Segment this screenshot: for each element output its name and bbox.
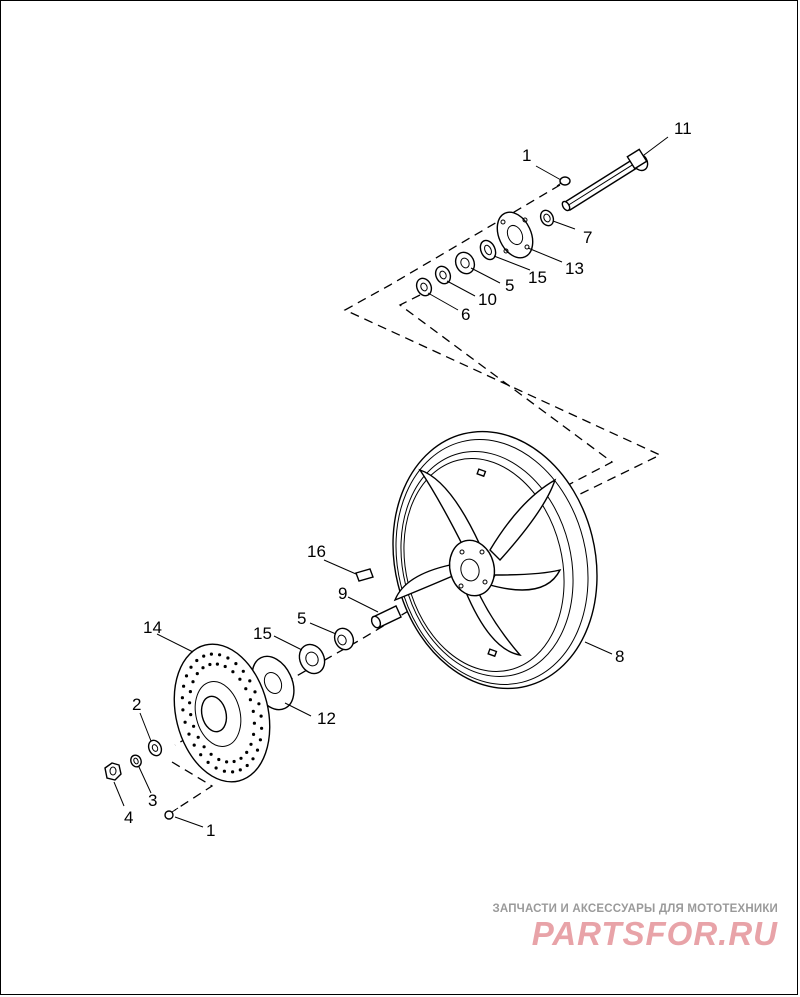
callout-sleeve: 9 [338, 584, 347, 603]
disc-hole [206, 760, 210, 765]
disc-hole [196, 735, 200, 739]
watermark-brand-logo: PARTSFOR.RU [531, 915, 778, 952]
disc-hole [241, 669, 245, 673]
disc-hole [189, 713, 193, 717]
disc-hole [187, 732, 191, 736]
disc-hole [214, 766, 218, 770]
leader-lines [113, 136, 669, 828]
watermark: ЗАПЧАСТИ И АКСЕССУАРЫ ДЛЯ МОТОТЕХНИКИ PA… [478, 903, 778, 953]
axle-part [561, 148, 649, 212]
disc-hole [248, 698, 252, 702]
callout-wheel: 8 [615, 647, 624, 666]
disc-hole [258, 738, 262, 742]
disc-hole [184, 674, 189, 678]
lock-washer-part [130, 754, 142, 768]
callout-labels: 1 11 7 13 15 5 10 6 8 16 9 5 15 14 12 2 … [124, 119, 692, 840]
nut-part [104, 762, 122, 781]
disc-hole [255, 748, 260, 752]
callout-bearing-seal: 15 [528, 268, 547, 287]
disc-hole [232, 759, 236, 764]
disc-hole [201, 666, 205, 670]
watermark-tagline: ЗАПЧАСТИ И АКСЕССУАРЫ ДЛЯ МОТОТЕХНИКИ [492, 903, 778, 915]
disc-hole [192, 724, 196, 728]
callout-axle: 11 [674, 119, 692, 138]
callout-bearing: 5 [505, 276, 514, 295]
spacer-part [539, 209, 555, 227]
disc-hole [192, 743, 196, 747]
disc-hole [252, 732, 256, 737]
front-bearing-part [333, 627, 355, 651]
disc-hole [208, 662, 212, 667]
disc-hole [223, 664, 227, 669]
disc-hole [189, 665, 193, 669]
disc-hole [238, 768, 242, 772]
callout-lock-washer: 3 [148, 791, 157, 810]
callout-brake-disc: 14 [143, 618, 162, 637]
disc-hole [222, 769, 226, 773]
disc-hole [245, 763, 249, 768]
callout-balance-weight: 16 [307, 542, 326, 561]
disc-hole [195, 658, 199, 663]
disc-hole [245, 750, 249, 755]
disc-hole [195, 672, 199, 676]
washer-part [147, 739, 163, 757]
sleeve-part [370, 605, 402, 629]
disc-hole [239, 756, 243, 760]
disc-hole [209, 752, 213, 756]
callout-front-bearing: 5 [297, 609, 306, 628]
bottom-screw-part [164, 807, 179, 820]
callout-adapter-plate: 12 [317, 709, 336, 728]
callout-nut: 4 [124, 808, 133, 827]
disc-hole [218, 653, 222, 657]
disc-hole [182, 684, 186, 688]
disc-hole [248, 679, 252, 683]
disc-hole [259, 714, 263, 718]
wheel-part [392, 430, 598, 690]
disc-hole [231, 770, 235, 774]
disc-hole [231, 670, 235, 674]
disc-hole [180, 696, 184, 700]
disc-hole [181, 708, 185, 712]
disc-hole [238, 677, 242, 681]
brake-disc-holes [180, 652, 264, 774]
disc-hole [188, 701, 192, 705]
disc-hole [244, 687, 248, 691]
disc-hole [249, 742, 253, 746]
balance-weight-part [355, 568, 374, 582]
disc-hole [251, 757, 255, 761]
callout-bottom-screw: 1 [206, 821, 215, 840]
disc-hole [183, 720, 187, 724]
disc-hole [253, 690, 257, 694]
brake-disc-part [173, 643, 271, 783]
callout-seal: 6 [461, 305, 470, 324]
disc-hole [260, 726, 264, 730]
disc-hole [215, 662, 219, 666]
callout-spacer-ring: 10 [478, 290, 497, 309]
front-seal-part [298, 643, 326, 675]
top-screw-part [556, 176, 571, 187]
disc-hole [252, 721, 256, 725]
disc-hole [188, 690, 192, 694]
hub-plate-part [496, 211, 534, 259]
disc-hole [225, 760, 229, 764]
disc-hole [191, 680, 195, 684]
disc-hole [217, 757, 221, 762]
bearing-stack-top [415, 239, 497, 297]
callout-front-seal: 15 [253, 624, 272, 643]
callout-hub-plate: 13 [565, 259, 584, 278]
callout-spacer: 7 [583, 228, 592, 247]
disc-hole [199, 753, 203, 757]
disc-hole [251, 709, 255, 714]
disc-hole [202, 654, 206, 658]
disc-hole [234, 662, 238, 666]
disc-hole [226, 656, 230, 660]
disc-hole [257, 702, 261, 706]
disc-hole [209, 652, 213, 656]
callout-washer: 2 [132, 695, 141, 714]
disc-hole [202, 745, 206, 749]
callout-top-screw: 1 [522, 146, 531, 165]
